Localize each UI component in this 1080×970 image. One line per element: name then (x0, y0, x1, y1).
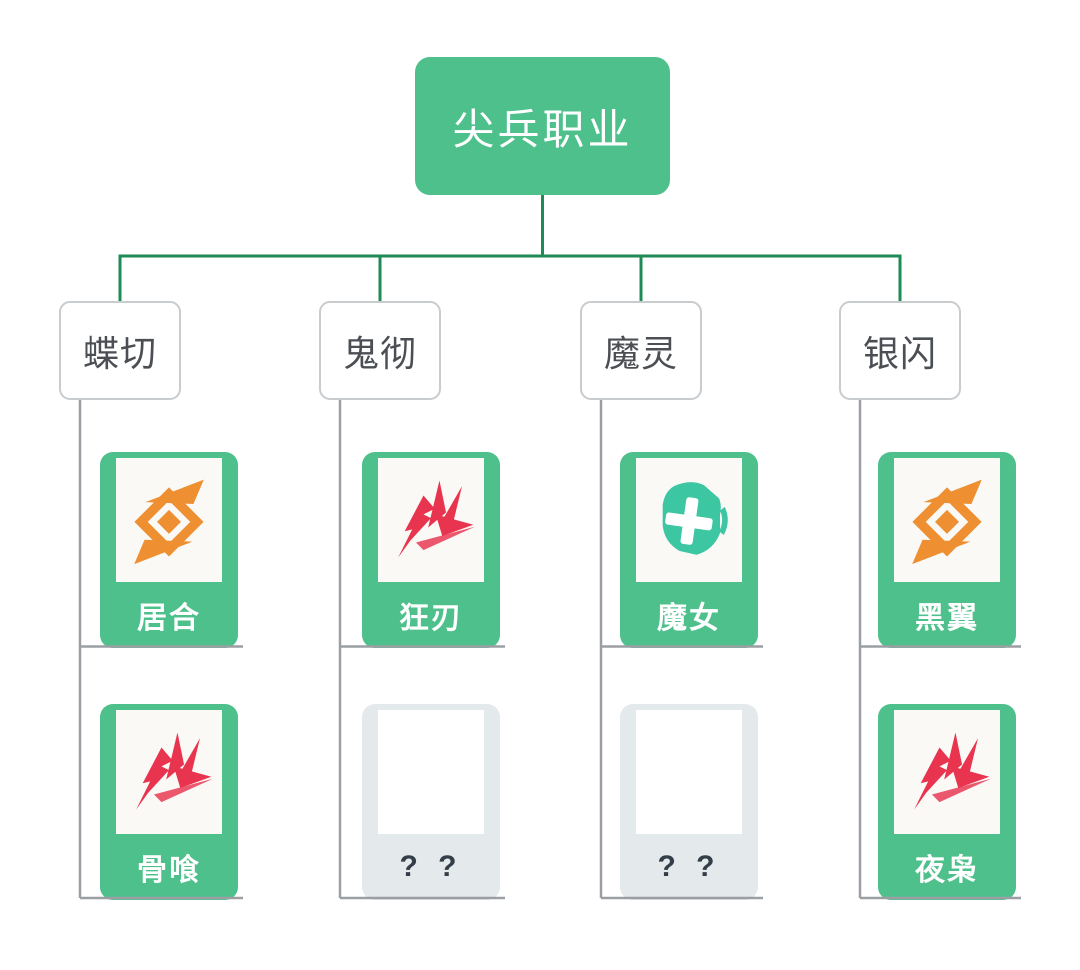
class-card-unknown[interactable]: ? ? (620, 704, 758, 900)
branch-node-moling[interactable]: 魔灵 (580, 301, 702, 400)
class-icon-frame (116, 710, 222, 834)
medic-cross-icon (662, 482, 728, 555)
class-card-monv[interactable]: 魔女 (620, 452, 758, 648)
root-node[interactable]: 尖兵职业 (415, 57, 670, 195)
branch-node-guiche[interactable]: 鬼彻 (319, 301, 441, 400)
class-card-label: ? ? (399, 850, 463, 883)
class-card-heiyi[interactable]: 黑翼 (878, 452, 1016, 648)
class-card-yexiao[interactable]: 夜枭 (878, 704, 1016, 900)
class-card-juhe[interactable]: 居合 (100, 452, 238, 648)
class-icon-frame-empty (636, 710, 742, 834)
class-card-label: ? ? (657, 850, 721, 883)
root-node-label: 尖兵职业 (452, 105, 633, 153)
class-card-unknown[interactable]: ? ? (362, 704, 500, 900)
class-icon-frame (116, 458, 222, 582)
iai-emblem-icon (912, 479, 982, 565)
class-card-label: 狂刃 (399, 602, 463, 635)
iai-emblem-icon (134, 479, 204, 565)
branch-label: 蝶切 (82, 332, 157, 374)
branch-label: 鬼彻 (342, 332, 417, 374)
class-card-label: 黑翼 (915, 602, 979, 635)
fury-slash-icon (398, 480, 476, 558)
branch-node-yinshan[interactable]: 银闪 (839, 301, 961, 400)
class-icon-frame (894, 710, 1000, 834)
class-card-kuangren[interactable]: 狂刃 (362, 452, 500, 648)
fury-slash-icon (136, 732, 214, 810)
class-card-label: 居合 (137, 602, 201, 635)
class-icon-frame (636, 458, 742, 582)
fury-slash-icon (914, 732, 992, 810)
class-icon-frame (378, 458, 484, 582)
class-card-gushi[interactable]: 骨喰 (100, 704, 238, 900)
branch-label: 银闪 (862, 332, 937, 374)
class-icon-frame-empty (378, 710, 484, 834)
branch-node-diequie[interactable]: 蝶切 (59, 301, 181, 400)
branch-label: 魔灵 (603, 332, 678, 374)
class-icon-frame (894, 458, 1000, 582)
root-branch-connectors (118, 195, 902, 301)
class-card-label: 夜枭 (915, 854, 979, 887)
class-card-label: 骨喰 (137, 854, 201, 887)
class-card-label: 魔女 (657, 602, 721, 635)
